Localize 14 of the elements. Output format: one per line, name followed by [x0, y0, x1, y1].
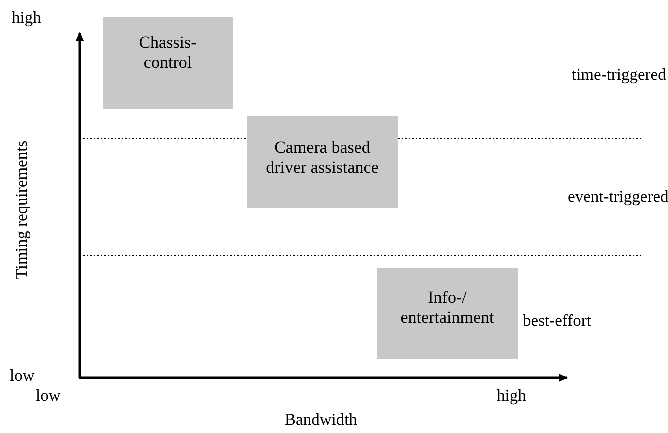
application-label: Camera based driver assistance: [265, 138, 380, 178]
application-box: [103, 17, 233, 109]
axis-title: Bandwidth: [285, 410, 358, 430]
application-box: [377, 268, 518, 359]
category-label: best-effort: [523, 311, 592, 331]
axis-tick-label: high: [497, 386, 526, 406]
axis-tick-label: low: [10, 366, 35, 386]
application-label: Info-/ entertainment: [400, 288, 496, 328]
axis-title: Timing requirements: [12, 140, 32, 282]
category-label: time-triggered: [572, 65, 666, 85]
application-box: [247, 116, 398, 208]
axis-tick-label: low: [36, 386, 61, 406]
application-label: Chassis-control: [138, 33, 198, 73]
axis-tick-label: high: [12, 8, 42, 28]
